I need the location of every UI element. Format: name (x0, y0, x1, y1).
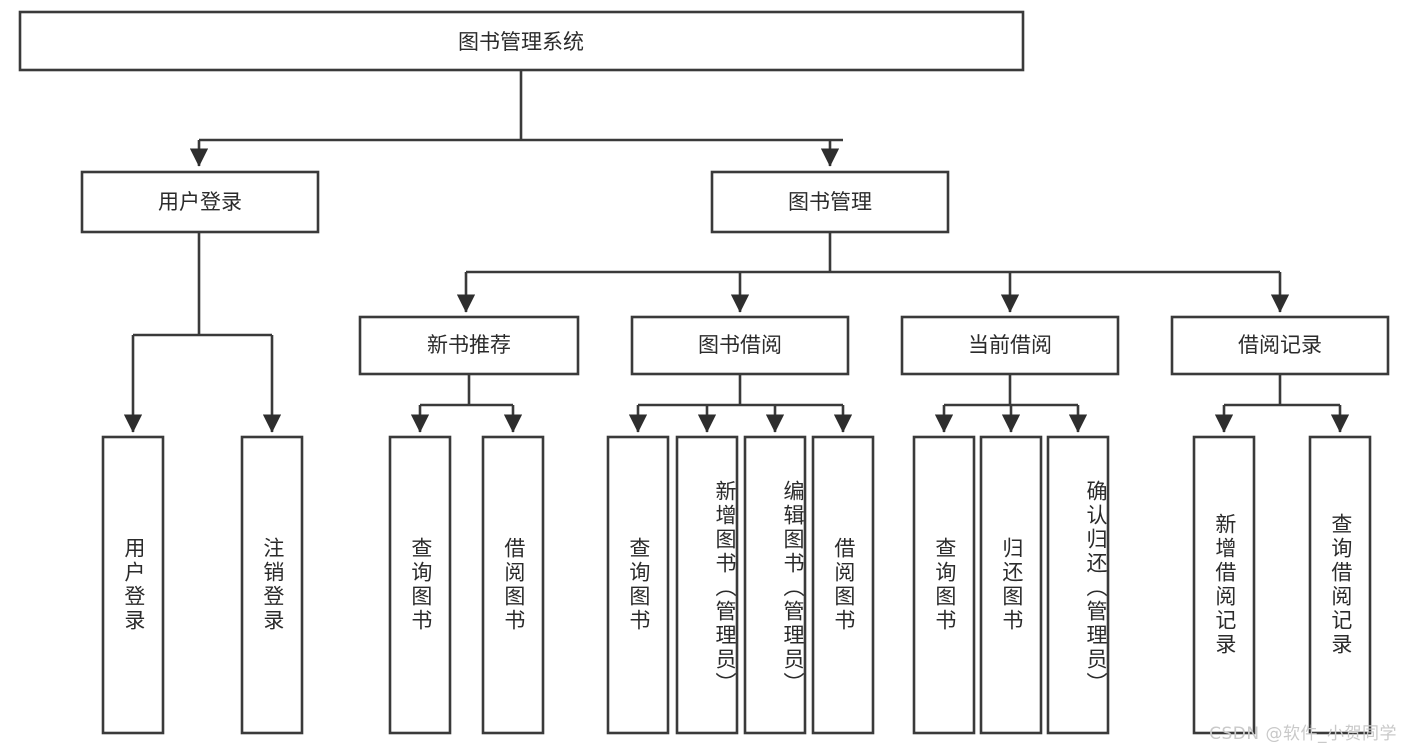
leaf-box-currentborrow-2[interactable] (979, 435, 1043, 735)
leaf-box-currentborrow-1[interactable] (912, 435, 976, 735)
node-borrow-record[interactable]: 借阅记录 (1170, 315, 1390, 376)
node-borrow-record-label: 借阅记录 (1238, 333, 1322, 357)
connector-newbook-to-leaves (410, 374, 523, 433)
connector-borrowrecord-to-leaves (1214, 374, 1350, 433)
leaf-box-bookborrow-1[interactable] (606, 435, 670, 735)
node-new-book-recommend-label: 新书推荐 (427, 333, 511, 357)
connector-root-to-level2 (189, 70, 843, 167)
leaf-box-newbook-1[interactable] (388, 435, 452, 735)
leaf-box-bookborrow-4[interactable] (811, 435, 875, 735)
connector-bookborrow-to-leaves (628, 374, 853, 433)
node-book-management[interactable]: 图书管理 (710, 170, 950, 234)
leaf-box-currentborrow-3[interactable] (1046, 435, 1110, 735)
connector-currentborrow-to-leaves (934, 374, 1088, 433)
node-book-borrow[interactable]: 图书借阅 (630, 315, 850, 376)
connector-userlogin-to-leaves (123, 232, 282, 433)
leaf-box-newbook-2[interactable] (481, 435, 545, 735)
leaf-box-bookborrow-2[interactable] (675, 435, 739, 735)
leaf-box-user-login-2[interactable] (240, 435, 304, 735)
node-user-login-label: 用户登录 (158, 190, 242, 214)
leaf-box-borrowrecord-2[interactable] (1308, 435, 1372, 735)
node-book-management-label: 图书管理 (788, 190, 872, 214)
node-current-borrow[interactable]: 当前借阅 (900, 315, 1120, 376)
csdn-watermark: CSDN @软件_小贺同学 (1209, 724, 1397, 744)
node-root[interactable]: 图书管理系统 (18, 10, 1025, 72)
node-user-login[interactable]: 用户登录 (80, 170, 320, 234)
node-root-label: 图书管理系统 (458, 30, 584, 54)
leaf-box-borrowrecord-1[interactable] (1192, 435, 1256, 735)
leaf-box-user-login-1[interactable] (101, 435, 165, 735)
node-current-borrow-label: 当前借阅 (968, 333, 1052, 357)
connector-bookmgmt-to-level3 (456, 232, 1290, 313)
node-new-book-recommend[interactable]: 新书推荐 (358, 315, 580, 376)
node-book-borrow-label: 图书借阅 (698, 333, 782, 357)
leaf-box-bookborrow-3[interactable] (743, 435, 807, 735)
